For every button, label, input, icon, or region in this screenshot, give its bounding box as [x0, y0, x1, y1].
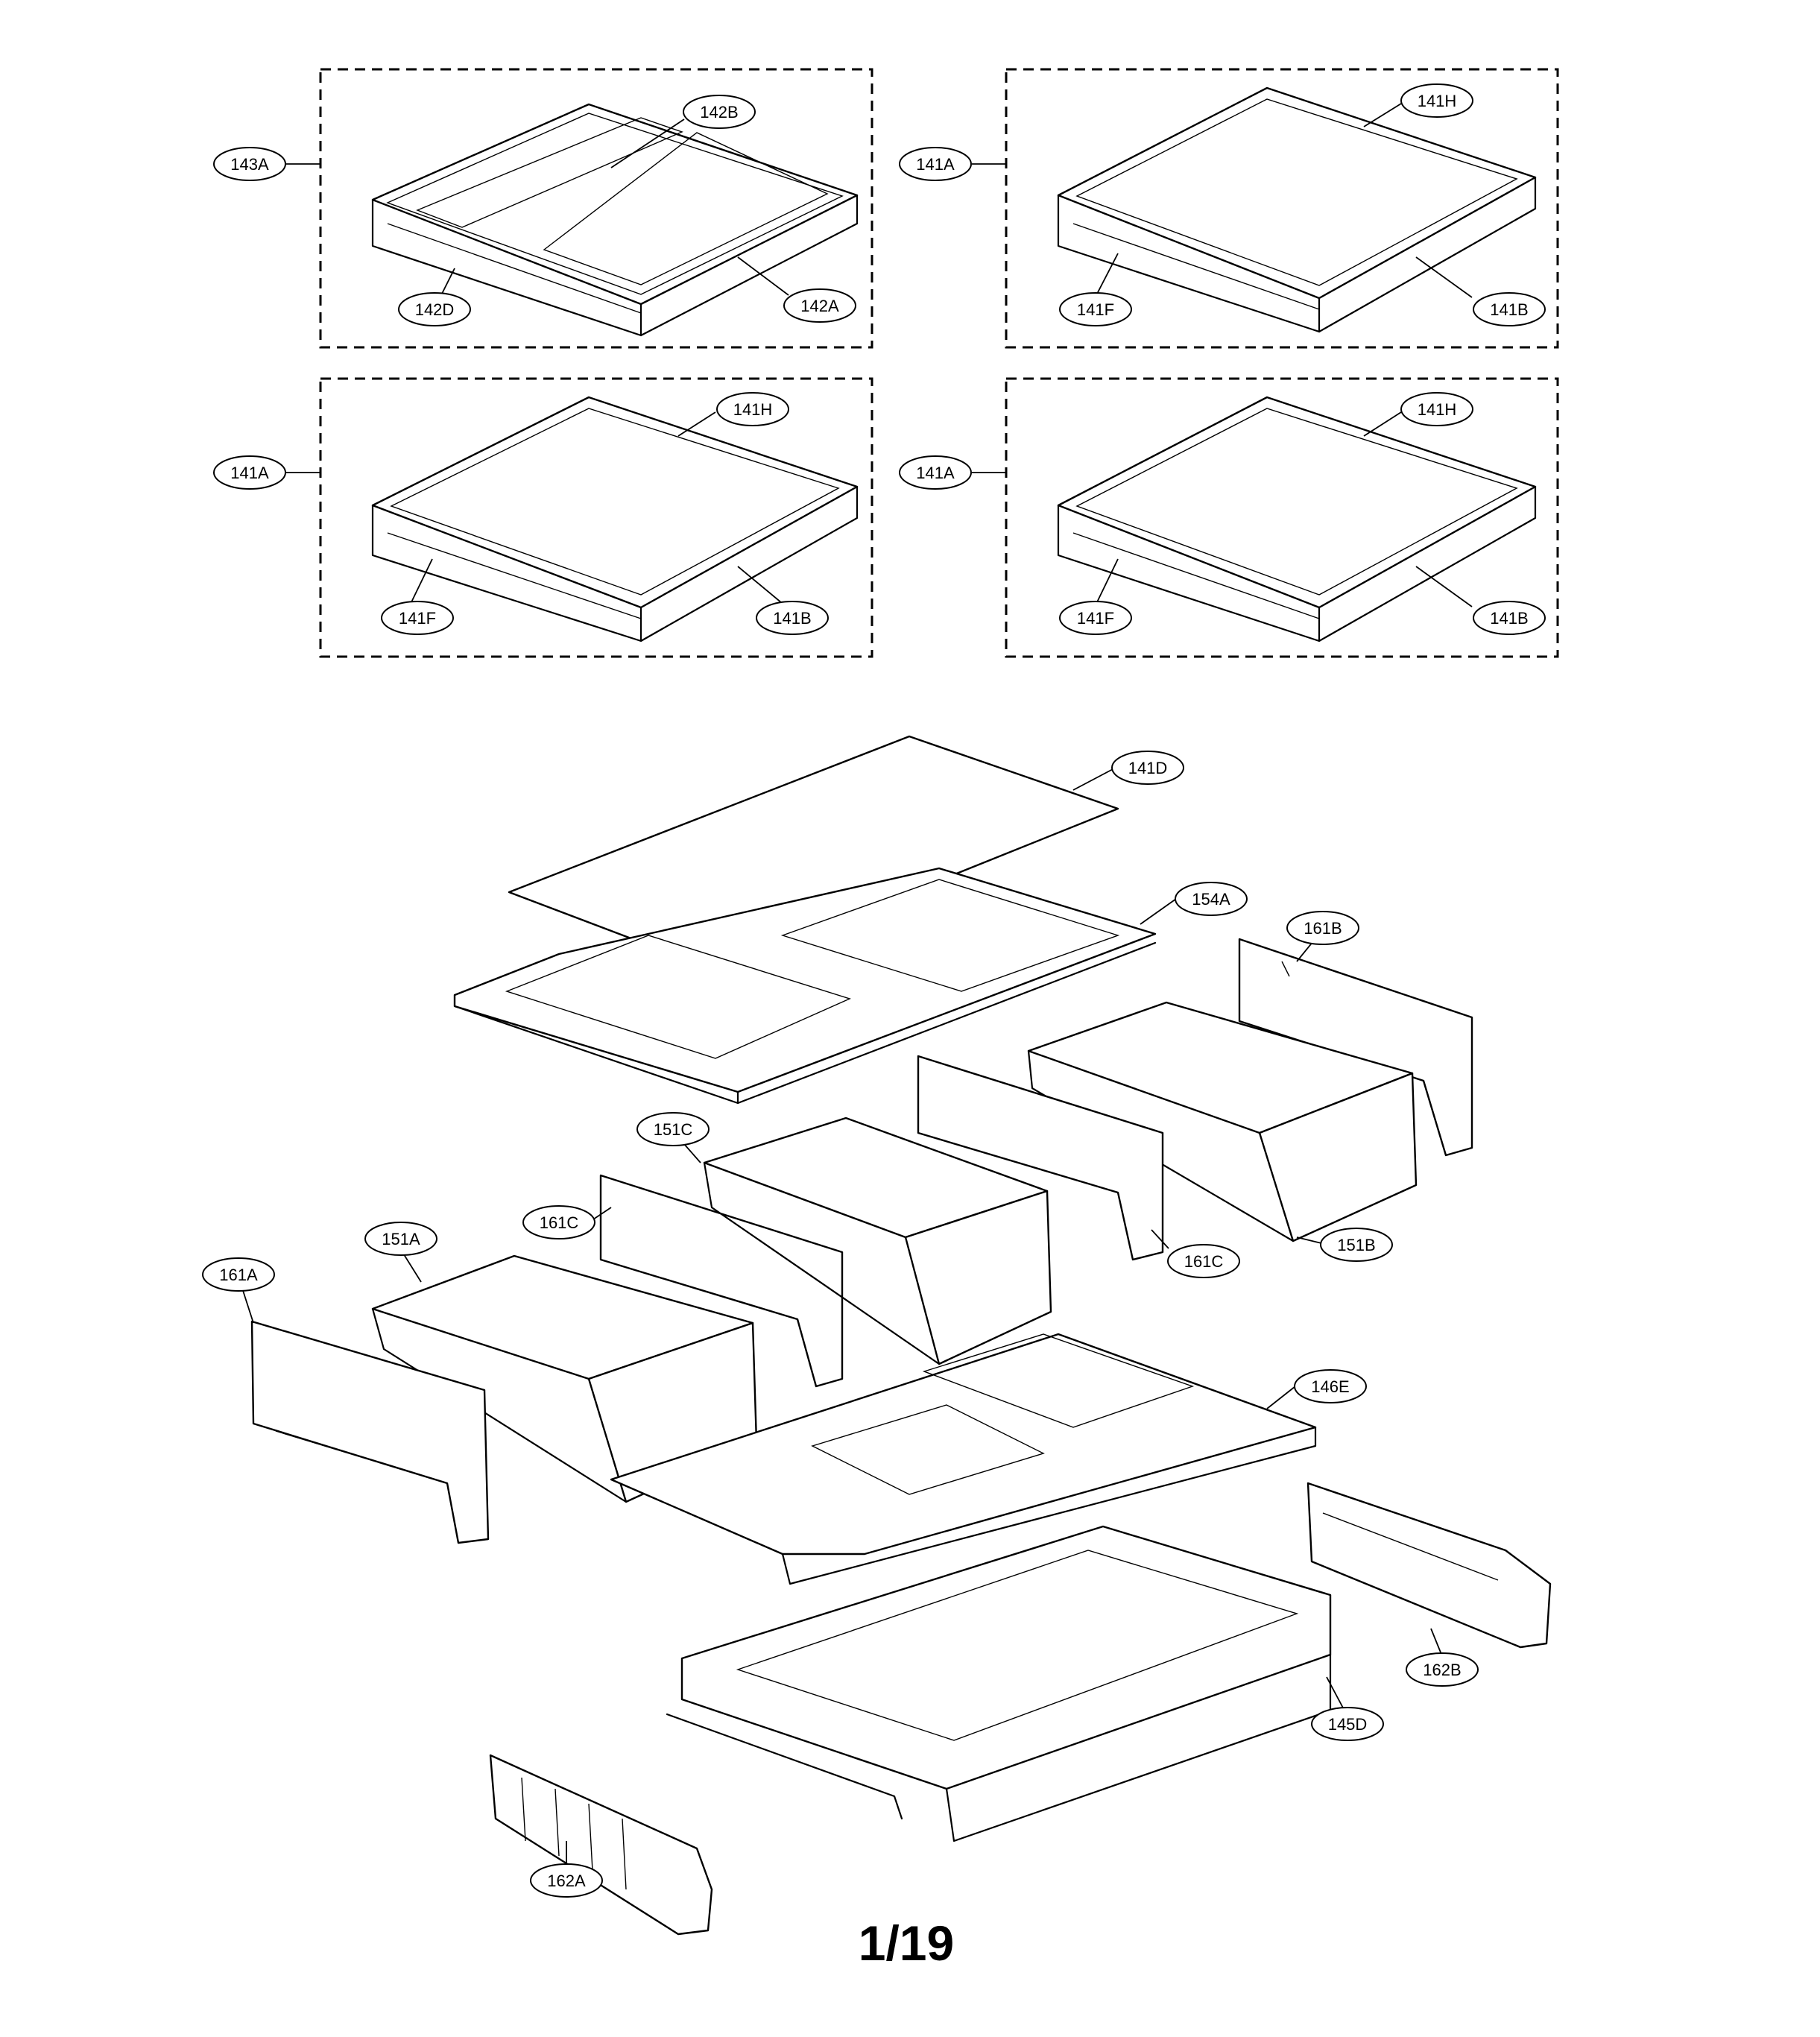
svg-text:141B: 141B — [1490, 609, 1528, 628]
svg-text:142D: 142D — [415, 300, 455, 319]
svg-text:146E: 146E — [1311, 1377, 1349, 1396]
callout-162B: 162B — [1406, 1652, 1479, 1687]
slide-rail-162A — [489, 1754, 713, 1936]
callout-151C: 151C — [636, 1112, 710, 1146]
svg-text:141B: 141B — [773, 609, 811, 628]
callout-141F: 141F — [1059, 292, 1132, 326]
svg-text:141F: 141F — [1077, 300, 1114, 319]
callout-141B: 141B — [1473, 292, 1546, 326]
shelf-frame — [371, 103, 859, 306]
callout-141A: 141A — [899, 147, 972, 181]
shelf-assembly-141A-middle-left — [319, 377, 873, 658]
svg-text:141H: 141H — [733, 400, 773, 419]
svg-text:161C: 161C — [540, 1213, 579, 1232]
svg-text:141F: 141F — [1077, 609, 1114, 628]
callout-145D: 145D — [1311, 1707, 1384, 1741]
svg-text:143A: 143A — [230, 155, 269, 174]
callout-141B: 141B — [1473, 601, 1546, 635]
svg-text:141A: 141A — [916, 155, 955, 174]
shelf-frame — [1057, 86, 1537, 300]
callout-151A: 151A — [364, 1222, 437, 1256]
svg-text:151B: 151B — [1337, 1236, 1375, 1254]
svg-text:141D: 141D — [1128, 759, 1168, 777]
callout-142B: 142B — [683, 95, 756, 129]
svg-text:151A: 151A — [382, 1230, 420, 1248]
callout-141B: 141B — [756, 601, 829, 635]
shelf-assembly-143A — [319, 68, 873, 349]
svg-text:162A: 162A — [547, 1872, 586, 1890]
callout-141A: 141A — [213, 455, 286, 490]
callout-162A: 162A — [530, 1863, 603, 1898]
base-tray-146E — [610, 1333, 1317, 1585]
callout-161C: 161C — [522, 1205, 595, 1239]
page-number: 1/19 — [859, 1916, 954, 1971]
svg-text:141B: 141B — [1490, 300, 1528, 319]
callout-161B: 161B — [1286, 911, 1359, 945]
freezer-drawer-145D — [666, 1525, 1332, 1842]
callout-161C: 161C — [1167, 1244, 1240, 1278]
callout-141H: 141H — [716, 392, 789, 426]
drawer-rail-161C-right — [917, 1055, 1164, 1261]
callout-141H: 141H — [1400, 392, 1473, 426]
crisper-cover-154A — [453, 867, 1157, 1105]
svg-text:141A: 141A — [230, 464, 269, 482]
dashed-frame — [319, 377, 873, 658]
shelf-assembly-141A-top-right — [1005, 68, 1559, 349]
callout-labels: 143A 142B 142D 142A 141A 141H 141F 141B … — [202, 83, 1546, 1898]
svg-text:142B: 142B — [700, 103, 738, 121]
callout-151B: 151B — [1320, 1228, 1393, 1262]
crisper-drawer-151B — [1027, 1001, 1418, 1242]
svg-text:142A: 142A — [800, 297, 839, 315]
shelf-frame — [1057, 396, 1537, 609]
svg-text:141A: 141A — [916, 464, 955, 482]
callout-142A: 142A — [783, 288, 856, 323]
callout-141F: 141F — [1059, 601, 1132, 635]
svg-text:145D: 145D — [1328, 1715, 1368, 1734]
dashed-frame — [319, 68, 873, 349]
svg-text:161B: 161B — [1304, 919, 1342, 938]
callout-141H: 141H — [1400, 83, 1473, 118]
svg-text:141F: 141F — [399, 609, 436, 628]
svg-text:162B: 162B — [1423, 1661, 1461, 1679]
shelf-frame — [371, 396, 859, 609]
slide-rail-162B — [1306, 1482, 1552, 1649]
svg-text:161A: 161A — [219, 1266, 258, 1284]
callout-161A: 161A — [202, 1257, 275, 1292]
callout-141A: 141A — [899, 455, 972, 490]
shelf-assembly-141A-middle-right — [1005, 377, 1559, 658]
svg-text:161C: 161C — [1184, 1252, 1224, 1271]
crisper-drawer-151C — [703, 1117, 1052, 1365]
svg-text:141H: 141H — [1418, 92, 1457, 110]
callout-141F: 141F — [381, 601, 454, 635]
drawer-rail-161A — [250, 1320, 490, 1544]
callout-154A: 154A — [1175, 882, 1248, 916]
callout-143A: 143A — [213, 147, 286, 181]
callout-142D: 142D — [398, 292, 471, 326]
drawer-rail-161C-left — [599, 1174, 844, 1388]
svg-text:141H: 141H — [1418, 400, 1457, 419]
drawer-rail-161B — [1238, 938, 1473, 1157]
svg-text:154A: 154A — [1192, 890, 1230, 909]
dashed-frame — [1005, 377, 1559, 658]
dashed-frame — [1005, 68, 1559, 349]
callout-141D: 141D — [1111, 751, 1184, 785]
svg-text:151C: 151C — [654, 1120, 693, 1139]
callout-146E: 146E — [1294, 1369, 1367, 1403]
